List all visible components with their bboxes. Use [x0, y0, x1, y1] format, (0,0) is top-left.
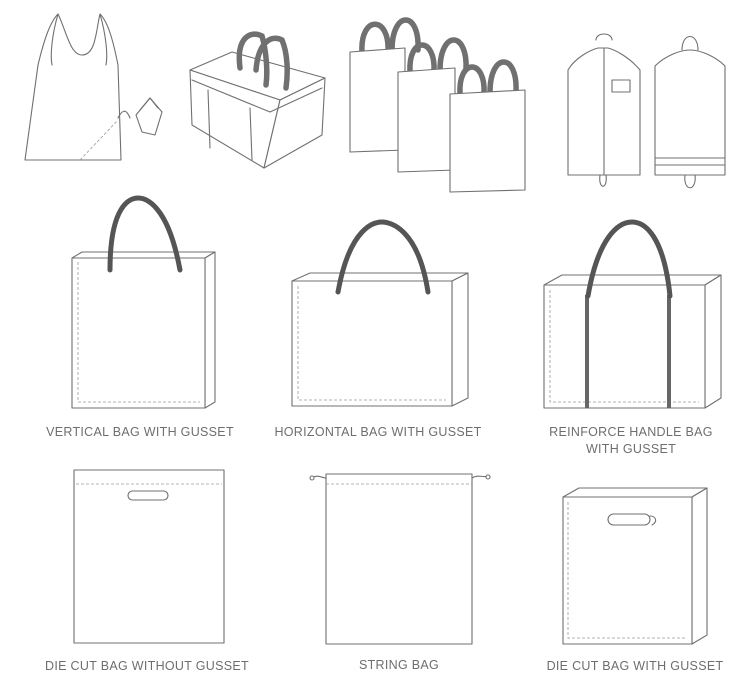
label-horizontal-bag-with-gusset: HORIZONTAL BAG WITH GUSSET — [274, 425, 481, 439]
label-die-cut-bag-without-gusset: DIE CUT BAG WITHOUT GUSSET — [45, 659, 249, 673]
label-string-bag: STRING BAG — [359, 658, 439, 672]
label-reinforce-handle-bag-line1: REINFORCE HANDLE BAG — [549, 425, 713, 439]
label-vertical-bag-with-gusset: VERTICAL BAG WITH GUSSET — [46, 425, 234, 439]
foldable-tote-illustration — [24, 13, 163, 161]
die-cut-bag-without-gusset-illustration — [73, 469, 225, 644]
horizontal-bag-with-gusset-illustration — [291, 219, 469, 407]
die-cut-bag-with-gusset-illustration — [562, 487, 708, 645]
garment-bags-illustration — [567, 33, 726, 189]
reinforce-handle-bag-illustration — [543, 219, 722, 409]
label-reinforce-handle-bag-line2: WITH GUSSET — [586, 442, 676, 456]
wine-bag-set-illustration — [349, 17, 526, 193]
label-die-cut-bag-with-gusset: DIE CUT BAG WITH GUSSET — [547, 659, 724, 673]
vertical-bag-with-gusset-illustration — [71, 195, 216, 409]
string-bag-illustration — [309, 473, 491, 645]
cooler-bag-illustration — [189, 31, 326, 169]
